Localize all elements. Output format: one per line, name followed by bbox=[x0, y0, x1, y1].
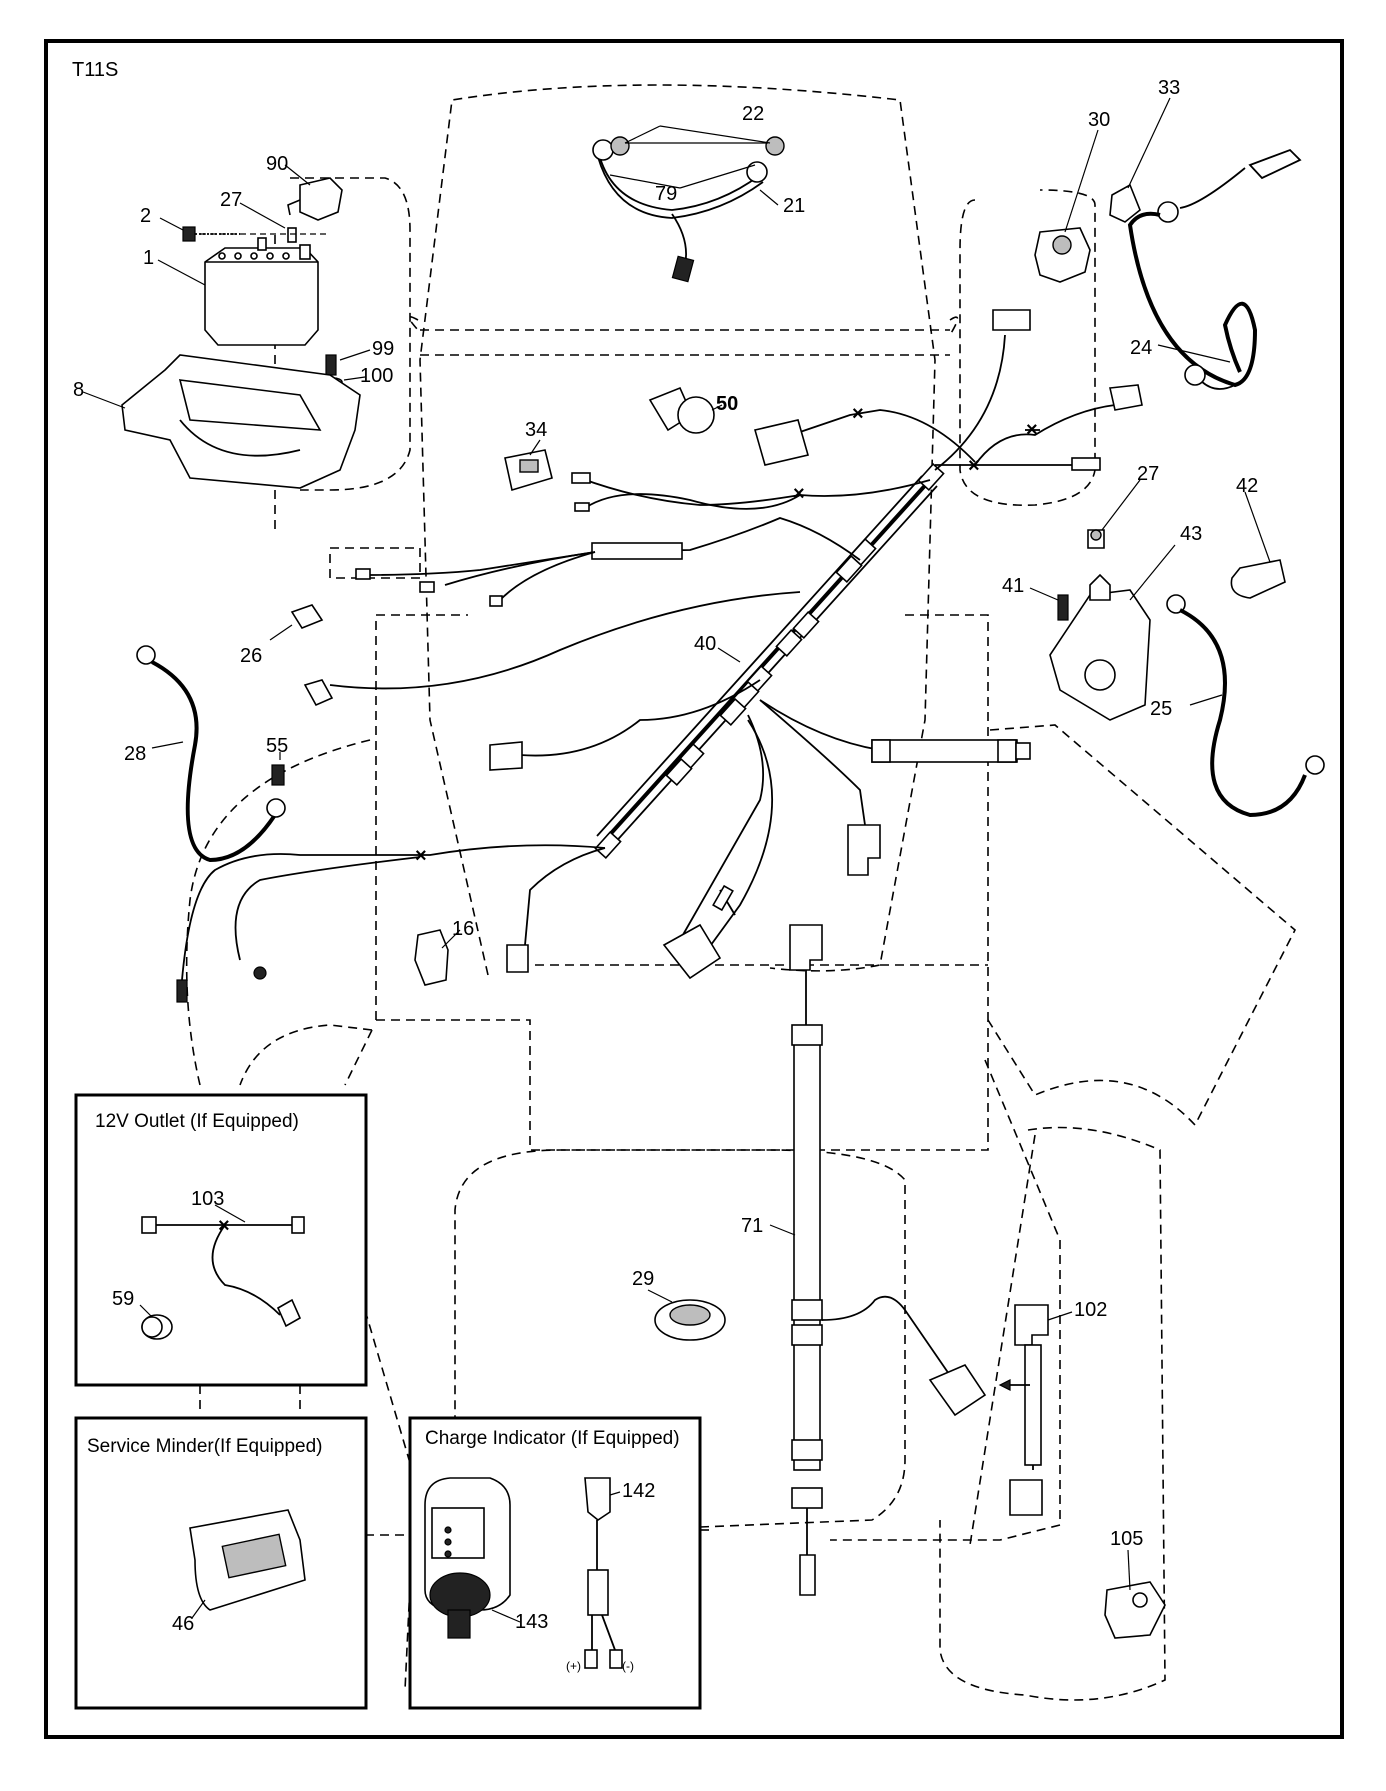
callout-34: 34 bbox=[525, 419, 547, 441]
callout-24: 24 bbox=[1130, 337, 1152, 359]
callout-55: 55 bbox=[266, 735, 288, 757]
callout-26: 26 bbox=[240, 645, 262, 667]
tractor-outline bbox=[185, 84, 1297, 1701]
callout-25: 25 bbox=[1150, 698, 1172, 720]
callout-142: 142 bbox=[622, 1480, 655, 1502]
callout-27a: 27 bbox=[220, 189, 242, 211]
service-minder-box: Service Minder(If Equipped) 46 bbox=[74, 1416, 368, 1710]
callout-8: 8 bbox=[73, 379, 84, 401]
callout-103: 103 bbox=[191, 1188, 224, 1210]
callout-105: 105 bbox=[1110, 1528, 1143, 1550]
callout-41: 41 bbox=[1002, 575, 1024, 597]
callout-27b: 27 bbox=[1137, 463, 1159, 485]
callout-100: 100 bbox=[360, 365, 393, 387]
callout-1: 1 bbox=[143, 247, 154, 269]
callout-29: 29 bbox=[632, 1268, 654, 1290]
ignition-switch: 30 33 bbox=[1034, 77, 1180, 283]
diagram-code: T11S bbox=[72, 59, 118, 81]
callout-102: 102 bbox=[1074, 1299, 1107, 1321]
cable-28: 28 bbox=[124, 645, 286, 863]
relay-16: 16 bbox=[414, 918, 474, 986]
svg-text:×: × bbox=[852, 403, 864, 425]
svg-text:×: × bbox=[415, 845, 427, 867]
minus-label: (-) bbox=[622, 1659, 634, 1673]
solenoid-105: 105 bbox=[1104, 1528, 1166, 1639]
harness-71: 71 bbox=[741, 924, 987, 1596]
callout-99: 99 bbox=[372, 338, 394, 360]
callout-59: 59 bbox=[112, 1288, 134, 1310]
svg-text:×: × bbox=[218, 1215, 230, 1237]
switch-50: 50 bbox=[648, 386, 738, 434]
horn-29: 29 bbox=[632, 1268, 726, 1341]
fuse-26: 26 bbox=[240, 604, 324, 667]
solenoid-group: 27 43 41 42 25 bbox=[1002, 463, 1325, 818]
callout-71: 71 bbox=[741, 1215, 763, 1237]
callout-50: 50 bbox=[716, 393, 738, 415]
outlet-title: 12V Outlet (If Equipped) bbox=[95, 1111, 299, 1132]
callout-143: 143 bbox=[515, 1611, 548, 1633]
switch-34: 34 bbox=[504, 419, 553, 492]
callout-2: 2 bbox=[140, 205, 151, 227]
battery-group: 90 2 27 1 99 100 8 bbox=[73, 153, 394, 489]
svg-text:×: × bbox=[1026, 419, 1038, 441]
callout-30: 30 bbox=[1088, 109, 1110, 131]
callout-21: 21 bbox=[783, 195, 805, 217]
charge-title: Charge Indicator (If Equipped) bbox=[425, 1428, 680, 1449]
plus-label: (+) bbox=[566, 1659, 581, 1673]
callout-40: 40 bbox=[694, 633, 716, 655]
harness-102: 102 bbox=[998, 1299, 1107, 1516]
callout-16: 16 bbox=[452, 918, 474, 940]
cable-24: 24 bbox=[1127, 148, 1302, 390]
charge-indicator-box: Charge Indicator (If Equipped) 143 142 (… bbox=[408, 1416, 702, 1710]
callout-46: 46 bbox=[172, 1613, 194, 1635]
svg-text:×: × bbox=[968, 455, 980, 477]
svg-text:×: × bbox=[793, 483, 805, 505]
callout-90: 90 bbox=[266, 153, 288, 175]
bolt-55: 55 bbox=[266, 735, 288, 786]
diagram-frame bbox=[44, 39, 1344, 1739]
outlet-box: 12V Outlet (If Equipped) × 103 59 bbox=[74, 1093, 368, 1387]
callout-42: 42 bbox=[1236, 475, 1258, 497]
callout-33: 33 bbox=[1158, 77, 1180, 99]
main-harness: 40 × × × × bbox=[176, 309, 1143, 1003]
callout-28: 28 bbox=[124, 743, 146, 765]
callout-22: 22 bbox=[742, 103, 764, 125]
callout-79: 79 bbox=[655, 183, 677, 205]
service-title: Service Minder(If Equipped) bbox=[87, 1436, 323, 1457]
callout-43: 43 bbox=[1180, 523, 1202, 545]
headlight-harness: 22 79 21 bbox=[592, 103, 805, 283]
